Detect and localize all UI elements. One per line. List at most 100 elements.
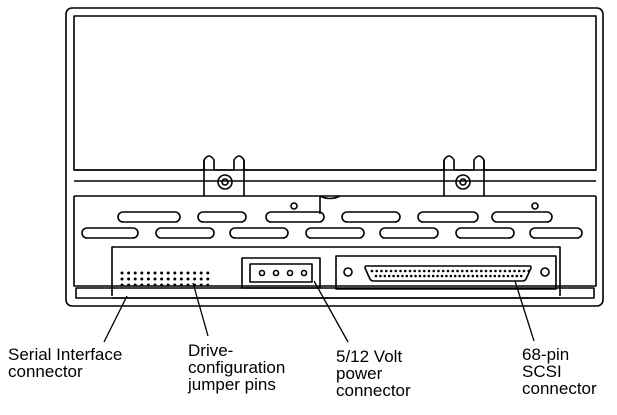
jumper-pin	[127, 271, 131, 275]
callout-line: power	[336, 364, 383, 383]
jumper-pin	[140, 283, 144, 287]
scsi-pin	[515, 274, 519, 278]
scsi-pin	[427, 269, 431, 273]
scsi-pin	[396, 274, 400, 278]
scsi-pin	[380, 269, 383, 273]
callout-line: Drive-	[188, 341, 234, 360]
scsi-pin	[383, 274, 387, 278]
scsi-pin	[445, 274, 448, 278]
scsi-pin	[418, 274, 422, 278]
scsi-pin	[517, 269, 521, 273]
jumper-pin	[193, 277, 197, 281]
jumper-pin	[127, 283, 131, 287]
scsi-pin	[422, 269, 426, 273]
mounting-screw-left	[217, 174, 233, 190]
callout-power-connector: 5/12 Volt power connector	[336, 348, 411, 399]
jumper-pin	[166, 283, 170, 287]
jumper-pin	[146, 283, 150, 287]
scsi-pin	[384, 269, 388, 273]
scsi-pin	[467, 274, 470, 278]
scsi-pin	[460, 269, 464, 273]
scsi-pin	[403, 269, 407, 273]
scsi-pin	[394, 269, 398, 273]
scsi-pin	[379, 274, 382, 278]
jumper-pin	[133, 277, 137, 281]
jumper-pin	[173, 271, 177, 275]
drive-housing	[65, 7, 604, 307]
callout-line: jumper pins	[188, 375, 276, 394]
scsi-pin	[484, 269, 488, 273]
jumper-pin	[179, 271, 183, 275]
scsi-pin	[475, 269, 478, 273]
jumper-pin	[193, 271, 197, 275]
scsi-pin	[453, 274, 457, 278]
callout-line: 68-pin	[522, 345, 570, 364]
scsi-pin	[441, 269, 445, 273]
scsi-pin	[413, 269, 417, 273]
jumper-pin	[120, 283, 124, 287]
scsi-pin	[389, 269, 393, 273]
scsi-pin	[409, 274, 413, 278]
scsi-pin	[498, 269, 502, 273]
callout-line: connector	[336, 381, 411, 400]
scsi-pin	[408, 269, 412, 273]
scsi-pin	[446, 269, 450, 273]
scsi-pin	[370, 269, 374, 273]
callout-line: connector	[8, 362, 83, 381]
callout-line: configuration	[188, 358, 286, 377]
scsi-pin	[427, 274, 431, 278]
scsi-pin	[513, 269, 516, 273]
jumper-pin	[127, 277, 131, 281]
scsi-pin	[387, 274, 391, 278]
jumper-pin	[146, 277, 150, 281]
scsi-pin	[451, 269, 455, 273]
scsi-pin	[414, 274, 417, 278]
indicator-hole-left	[290, 202, 298, 210]
jumper-pin	[153, 271, 157, 275]
jumper-pin	[179, 277, 183, 281]
callout-line: connector	[522, 379, 597, 398]
scsi-connector-shell	[364, 265, 532, 282]
jumper-pin	[199, 283, 203, 287]
jumper-pin	[153, 283, 157, 287]
jumper-pin	[193, 283, 197, 287]
jumper-pin	[173, 277, 177, 281]
scsi-pin	[519, 274, 523, 278]
scsi-pin	[401, 274, 404, 278]
jumper-pin	[173, 283, 177, 287]
scsi-pin	[506, 274, 510, 278]
scsi-pin	[480, 274, 483, 278]
mounting-screw-right	[455, 174, 471, 190]
scsi-pin	[502, 274, 505, 278]
scsi-pin	[405, 274, 409, 278]
scsi-pin	[489, 274, 492, 278]
jumper-pin	[206, 271, 210, 275]
jumper-pin	[140, 271, 144, 275]
scsi-pin	[497, 274, 501, 278]
jumper-pin	[160, 277, 164, 281]
jumper-pin	[206, 277, 210, 281]
face-panel	[73, 196, 597, 287]
scsi-pin	[489, 269, 493, 273]
ventilation-slots	[81, 211, 583, 239]
jumper-pin	[206, 283, 210, 287]
jumper-pin	[153, 277, 157, 281]
scsi-pin	[527, 269, 531, 273]
callout-line: Serial Interface	[8, 345, 123, 364]
scsi-pin	[440, 274, 444, 278]
scsi-pin	[449, 274, 453, 278]
jumper-pin	[120, 277, 124, 281]
scsi-pin	[503, 269, 507, 273]
scsi-pin	[465, 269, 469, 273]
power-connector	[241, 257, 321, 289]
scsi-pin	[471, 274, 475, 278]
jumper-pin	[179, 283, 183, 287]
scsi-pin	[484, 274, 488, 278]
scsi-pin	[375, 269, 379, 273]
scsi-pin	[508, 269, 512, 273]
callout-line: 5/12 Volt	[336, 347, 403, 366]
mounting-band	[74, 155, 596, 171]
callout-jumper-pins: Drive- configuration jumper pins	[188, 342, 285, 393]
jumper-pin	[146, 271, 150, 275]
